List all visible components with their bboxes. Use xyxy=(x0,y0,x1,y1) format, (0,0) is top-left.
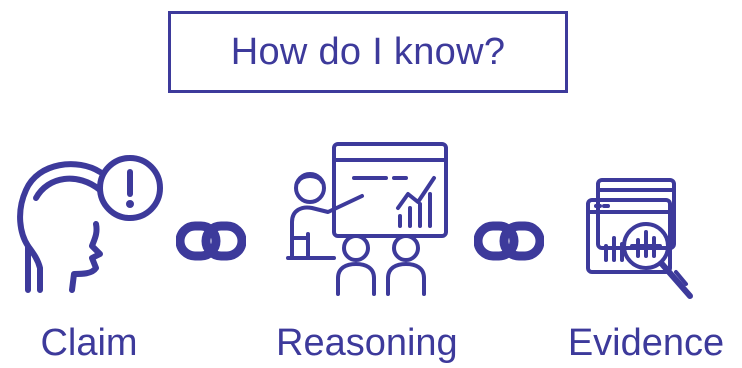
head-exclamation-icon xyxy=(17,155,163,293)
data-magnifier-icon xyxy=(586,178,693,299)
chain-link-icon xyxy=(474,221,544,261)
claim-label: Claim xyxy=(40,322,138,364)
page-title: How do I know? xyxy=(230,30,506,73)
title-box: How do I know? xyxy=(168,11,568,93)
presenter-audience-icon xyxy=(286,142,448,296)
chain-link-icon xyxy=(176,221,246,261)
reasoning-label: Reasoning xyxy=(276,322,458,364)
evidence-label: Evidence xyxy=(567,322,725,364)
